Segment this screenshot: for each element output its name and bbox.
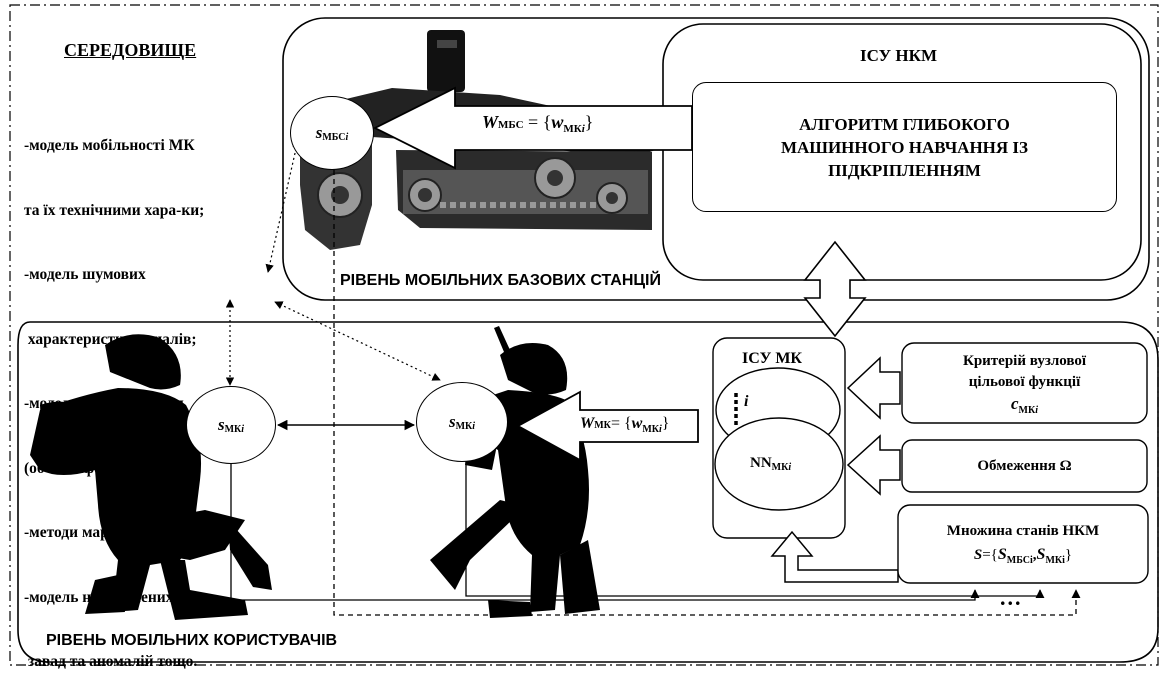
states-title: Множина станів НКМ [947, 519, 1099, 543]
environment-item: -модель мобільності МК [24, 135, 276, 157]
constraints-text: Обмеження Ω [902, 440, 1147, 492]
algorithm-box: АЛГОРИТМ ГЛИБОКОГО МАШИННОГО НАВЧАННЯ ІЗ… [692, 82, 1117, 212]
states-formula: S={SМБСi,SМКi} [974, 543, 1072, 569]
criterion-symbol: cМКi [1011, 393, 1038, 417]
constraints-arrow [848, 436, 900, 494]
env-link-user-2 [275, 302, 440, 380]
environment-item: та їх технічними хара-ки; [24, 200, 276, 222]
algorithm-line: АЛГОРИТМ ГЛИБОКОГО [799, 113, 1010, 136]
algorithm-line: ПІДКРІПЛЕННЯМ [828, 159, 981, 182]
base-weights-label: WМБС = {wМКi} [482, 112, 593, 133]
neuron-index: i [744, 393, 748, 411]
ellipsis: ... [1000, 585, 1023, 611]
criterion-line: Критерій вузлової [963, 351, 1086, 372]
states-arrow [772, 532, 898, 582]
algorithm-line: МАШИННОГО НАВЧАННЯ ІЗ [781, 136, 1028, 159]
criterion-line: цільової функції [969, 372, 1080, 393]
isu-mk-title: ІСУ МК [742, 350, 802, 368]
criterion-arrow [848, 358, 900, 418]
base-level-label: РІВЕНЬ МОБІЛЬНИХ БАЗОВИХ СТАНЦІЙ [340, 272, 661, 290]
environment-item: характеристик каналів; [24, 329, 276, 351]
states-text: Множина станів НКМ S={SМБСi,SМКi} [898, 507, 1148, 581]
environment-item: -методи маршрутизації; [24, 522, 276, 544]
soldier-silhouette-2 [430, 326, 600, 618]
environment-item: завад та аномалій тощо. [24, 651, 276, 673]
environment-item: -модель шумових [24, 264, 276, 286]
user-weights-label: WМК= {wМКi} [580, 415, 669, 433]
isu-nkm-title: ІСУ НКМ [860, 46, 937, 66]
environment-item: -модель направлених [24, 587, 276, 609]
nn-label: NNМКi [750, 455, 791, 472]
environment-title: СЕРЕДОВИЩЕ [64, 40, 196, 61]
criterion-text: Критерій вузлової цільової функції cМКi [902, 346, 1147, 422]
user-level-label: РІВЕНЬ МОБІЛЬНИХ КОРИСТУВАЧІВ [46, 632, 337, 650]
